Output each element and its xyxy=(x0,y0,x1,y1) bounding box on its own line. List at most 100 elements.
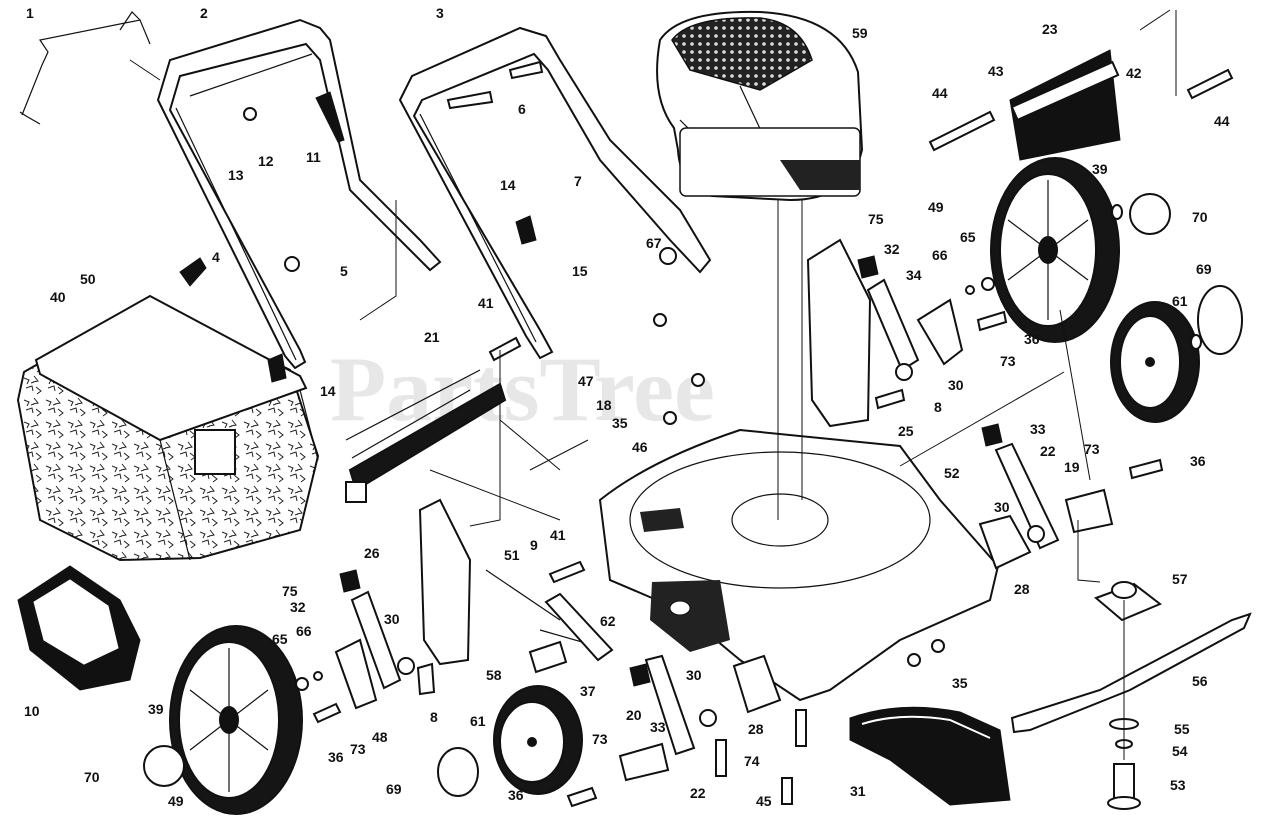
bolt-45c xyxy=(781,777,793,805)
height-bracket-left xyxy=(418,498,472,666)
callout-33b: 33 xyxy=(650,719,666,735)
height-lever-32b xyxy=(350,590,402,690)
callout-40: 40 xyxy=(50,289,66,305)
callout-57: 57 xyxy=(1172,571,1188,587)
bolt-8b xyxy=(416,662,436,696)
plug-62-part xyxy=(544,592,614,662)
callout-15: 15 xyxy=(572,263,588,279)
callout-53: 53 xyxy=(1170,777,1186,793)
callout-30d: 30 xyxy=(686,667,702,683)
callout-36c: 36 xyxy=(328,749,344,765)
callout-56: 56 xyxy=(1192,673,1208,689)
hubcap-left-rear xyxy=(143,745,185,787)
nut-right-rear xyxy=(1111,204,1123,220)
hubcap-left-front xyxy=(437,747,479,797)
callout-73b: 73 xyxy=(1084,441,1100,457)
callout-69a: 69 xyxy=(1196,261,1212,277)
plate-48 xyxy=(334,638,378,710)
callout-25: 25 xyxy=(898,423,914,439)
callout-30c: 30 xyxy=(384,611,400,627)
washer-66a xyxy=(965,285,975,295)
callout-66b: 66 xyxy=(296,623,312,639)
callout-43: 43 xyxy=(988,63,1004,79)
bolt-41b xyxy=(548,560,586,584)
upper-handle xyxy=(156,18,442,370)
nut-12 xyxy=(243,107,257,121)
callout-28b: 28 xyxy=(748,721,764,737)
mower-deck xyxy=(598,428,1000,702)
callout-49a: 49 xyxy=(928,199,944,215)
callout-10: 10 xyxy=(24,703,40,719)
plate-20 xyxy=(618,742,670,782)
callout-13: 13 xyxy=(228,167,244,183)
callout-31: 31 xyxy=(850,783,866,799)
bolt-45a xyxy=(715,739,727,777)
knob-4 xyxy=(179,257,207,287)
nut-right-front xyxy=(1190,334,1202,350)
blade-bolt xyxy=(1113,763,1135,801)
callout-73a: 73 xyxy=(1000,353,1016,369)
callout-7: 7 xyxy=(574,173,582,189)
callout-2: 2 xyxy=(200,5,208,21)
handle-wire xyxy=(21,11,151,116)
callout-73d: 73 xyxy=(592,731,608,747)
wheel-front-left xyxy=(493,685,583,795)
engine xyxy=(656,10,864,202)
washer-65b xyxy=(295,677,309,691)
callout-44a: 44 xyxy=(932,85,948,101)
washer-35a xyxy=(663,411,677,425)
callout-70a: 70 xyxy=(1192,209,1208,225)
spacer-30a xyxy=(895,363,913,381)
callout-18: 18 xyxy=(596,397,612,413)
callout-69b: 69 xyxy=(386,781,402,797)
callout-30a: 30 xyxy=(948,377,964,393)
spring-11 xyxy=(315,91,345,143)
callout-55: 55 xyxy=(1174,721,1190,737)
callout-8b: 8 xyxy=(430,709,438,725)
side-discharge-chute xyxy=(849,706,1011,806)
callout-66a: 66 xyxy=(932,247,948,263)
bolt-8a xyxy=(874,388,906,410)
spacer-30c xyxy=(397,657,415,675)
callout-73c: 73 xyxy=(350,741,366,757)
callout-23: 23 xyxy=(1042,21,1058,37)
callout-45: 45 xyxy=(756,793,772,809)
rear-axle-bar xyxy=(345,369,507,503)
bolt-41a xyxy=(488,336,522,362)
callout-58: 58 xyxy=(486,667,502,683)
callout-59: 59 xyxy=(852,25,868,41)
callout-32b: 32 xyxy=(290,599,306,615)
callout-8a: 8 xyxy=(934,399,942,415)
callout-36a: 36 xyxy=(1024,331,1040,347)
callout-42: 42 xyxy=(1126,65,1142,81)
height-bracket-right xyxy=(806,238,872,428)
callout-labels: 1 2 3 59 23 42 44 43 44 6 13 12 11 7 14 … xyxy=(24,5,1230,809)
washer-35c xyxy=(907,653,921,667)
callout-22a: 22 xyxy=(1040,443,1056,459)
callout-74: 74 xyxy=(744,753,760,769)
callout-39b: 39 xyxy=(148,701,164,717)
callout-6: 6 xyxy=(518,101,526,117)
callout-35b: 35 xyxy=(952,675,968,691)
height-lever-32a xyxy=(866,278,920,372)
callout-47: 47 xyxy=(578,373,594,389)
watermark: PartsTree xyxy=(330,338,715,440)
callout-46: 46 xyxy=(632,439,648,455)
nut-47 xyxy=(691,373,705,387)
callout-67: 67 xyxy=(646,235,662,251)
callout-70b: 70 xyxy=(84,769,100,785)
callout-50: 50 xyxy=(80,271,96,287)
spacer-30b xyxy=(1027,525,1045,543)
bracket-28a xyxy=(978,514,1032,570)
callout-61a: 61 xyxy=(1172,293,1188,309)
height-lever-22b xyxy=(644,654,696,756)
nut-5 xyxy=(284,256,300,272)
blade xyxy=(1010,612,1252,734)
bolt-44a xyxy=(928,110,996,152)
rod-51 xyxy=(485,569,561,621)
callout-26: 26 xyxy=(364,545,380,561)
bolt-18 xyxy=(653,313,667,327)
callout-14b: 14 xyxy=(320,383,336,399)
callout-20: 20 xyxy=(626,707,642,723)
